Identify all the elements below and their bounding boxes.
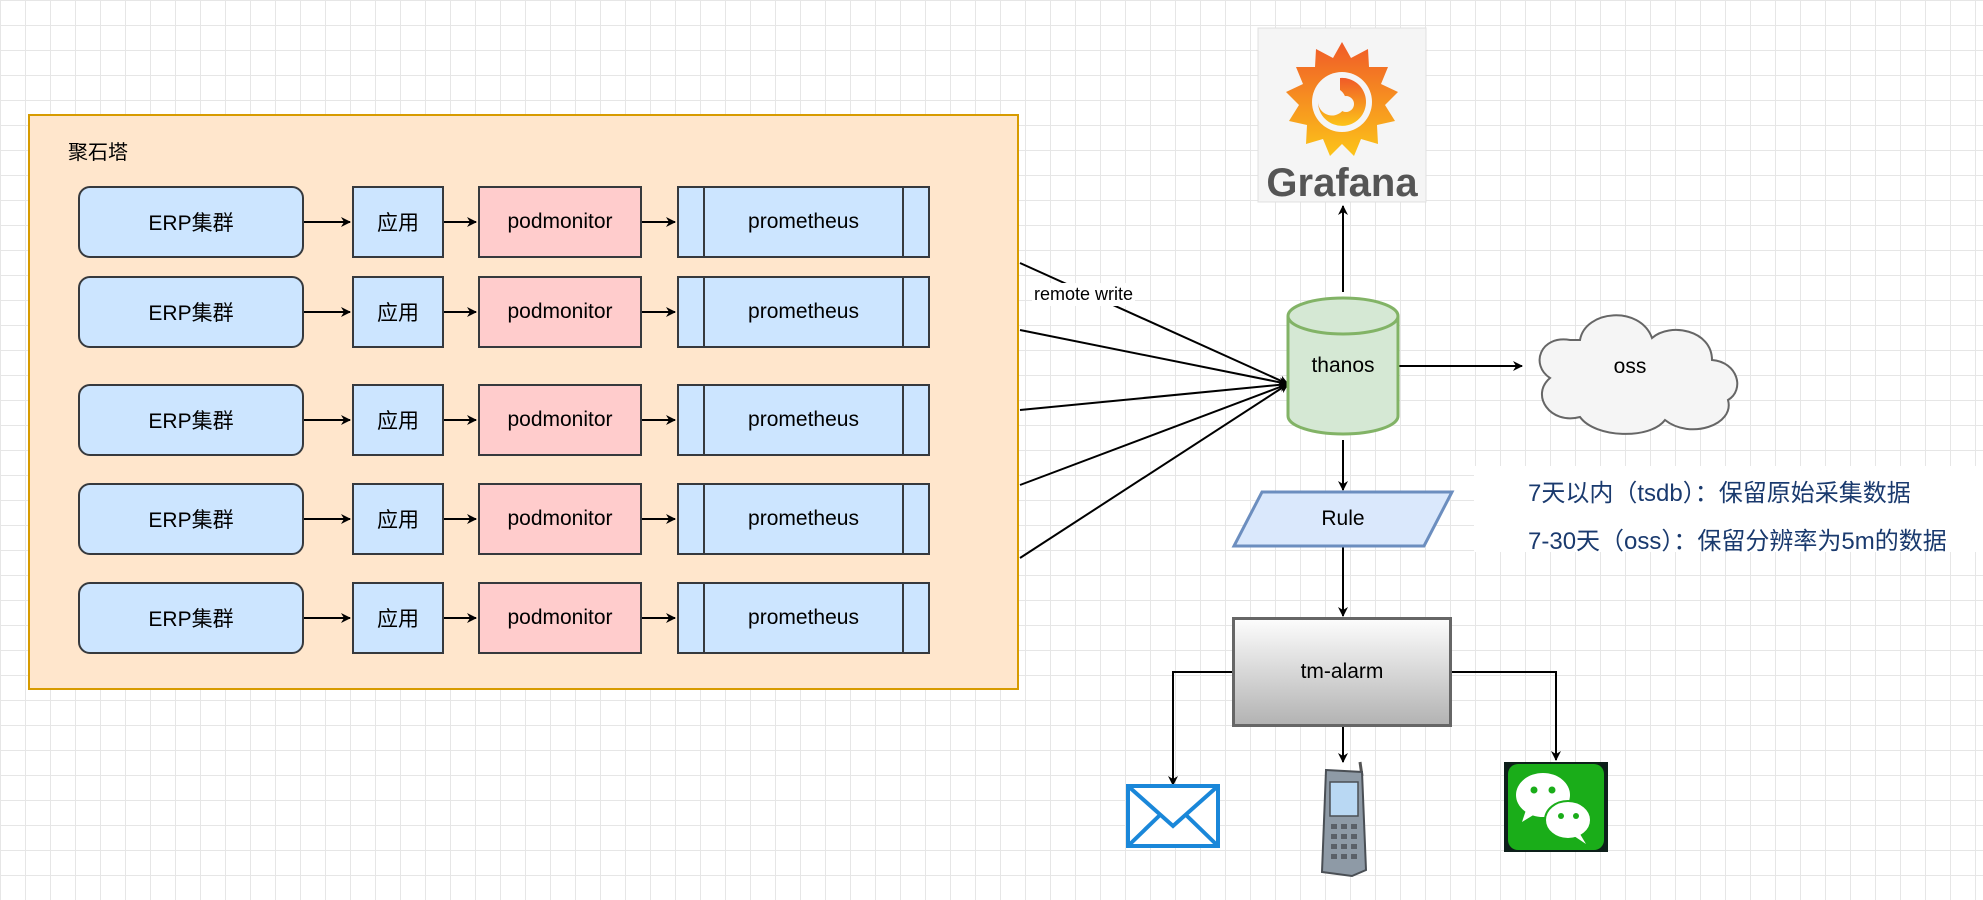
erp-cluster-node[interactable]: ERP集群 [78, 582, 304, 654]
app-node[interactable]: 应用 [352, 384, 444, 456]
remote-write-edges [1019, 262, 1289, 559]
prometheus-node[interactable]: prometheus [677, 186, 930, 258]
tm-alarm-node[interactable]: tm-alarm [1232, 617, 1452, 727]
erp-cluster-node[interactable]: ERP集群 [78, 483, 304, 555]
thanos-cylinder[interactable] [1286, 296, 1400, 436]
remote-write-label: remote write [1032, 283, 1136, 306]
podmonitor-node[interactable]: podmonitor [478, 582, 642, 654]
grafana-wordmark: Grafana [1266, 161, 1418, 205]
podmonitor-node[interactable]: podmonitor [478, 483, 642, 555]
podmonitor-node[interactable]: podmonitor [478, 384, 642, 456]
oss-label: oss [1613, 355, 1647, 378]
container-label: 聚石塔 [68, 142, 128, 164]
mail-icon[interactable] [1126, 784, 1220, 848]
edge-alarm-mail [1168, 671, 1232, 786]
notes-background [1474, 466, 1983, 552]
podmonitor-node[interactable]: podmonitor [478, 186, 642, 258]
oss-cloud[interactable] [1538, 314, 1739, 435]
app-node[interactable]: 应用 [352, 186, 444, 258]
thanos-label: thanos [1311, 354, 1375, 377]
podmonitor-node[interactable]: podmonitor [478, 276, 642, 348]
erp-cluster-node[interactable]: ERP集群 [78, 384, 304, 456]
prometheus-node[interactable]: prometheus [677, 384, 930, 456]
rule-shape[interactable] [1231, 490, 1455, 548]
app-node[interactable]: 应用 [352, 276, 444, 348]
grafana-icon[interactable]: Grafana [1257, 27, 1427, 205]
app-node[interactable]: 应用 [352, 582, 444, 654]
retention-note-tsdb: 7天以内（tsdb）：保留原始采集数据 [1528, 480, 1911, 507]
app-node[interactable]: 应用 [352, 483, 444, 555]
prometheus-node[interactable]: prometheus [677, 276, 930, 348]
prometheus-node[interactable]: prometheus [677, 582, 930, 654]
edge-alarm-wechat [1452, 671, 1561, 761]
wechat-icon[interactable] [1504, 762, 1608, 852]
prometheus-node[interactable]: prometheus [677, 483, 930, 555]
mobile-phone-icon[interactable] [1320, 761, 1368, 878]
erp-cluster-node[interactable]: ERP集群 [78, 186, 304, 258]
retention-note-oss: 7-30天（oss）：保留分辨率为5m的数据 [1528, 528, 1947, 555]
erp-cluster-node[interactable]: ERP集群 [78, 276, 304, 348]
rule-label: Rule [1321, 507, 1365, 530]
row-arrows [304, 217, 676, 623]
